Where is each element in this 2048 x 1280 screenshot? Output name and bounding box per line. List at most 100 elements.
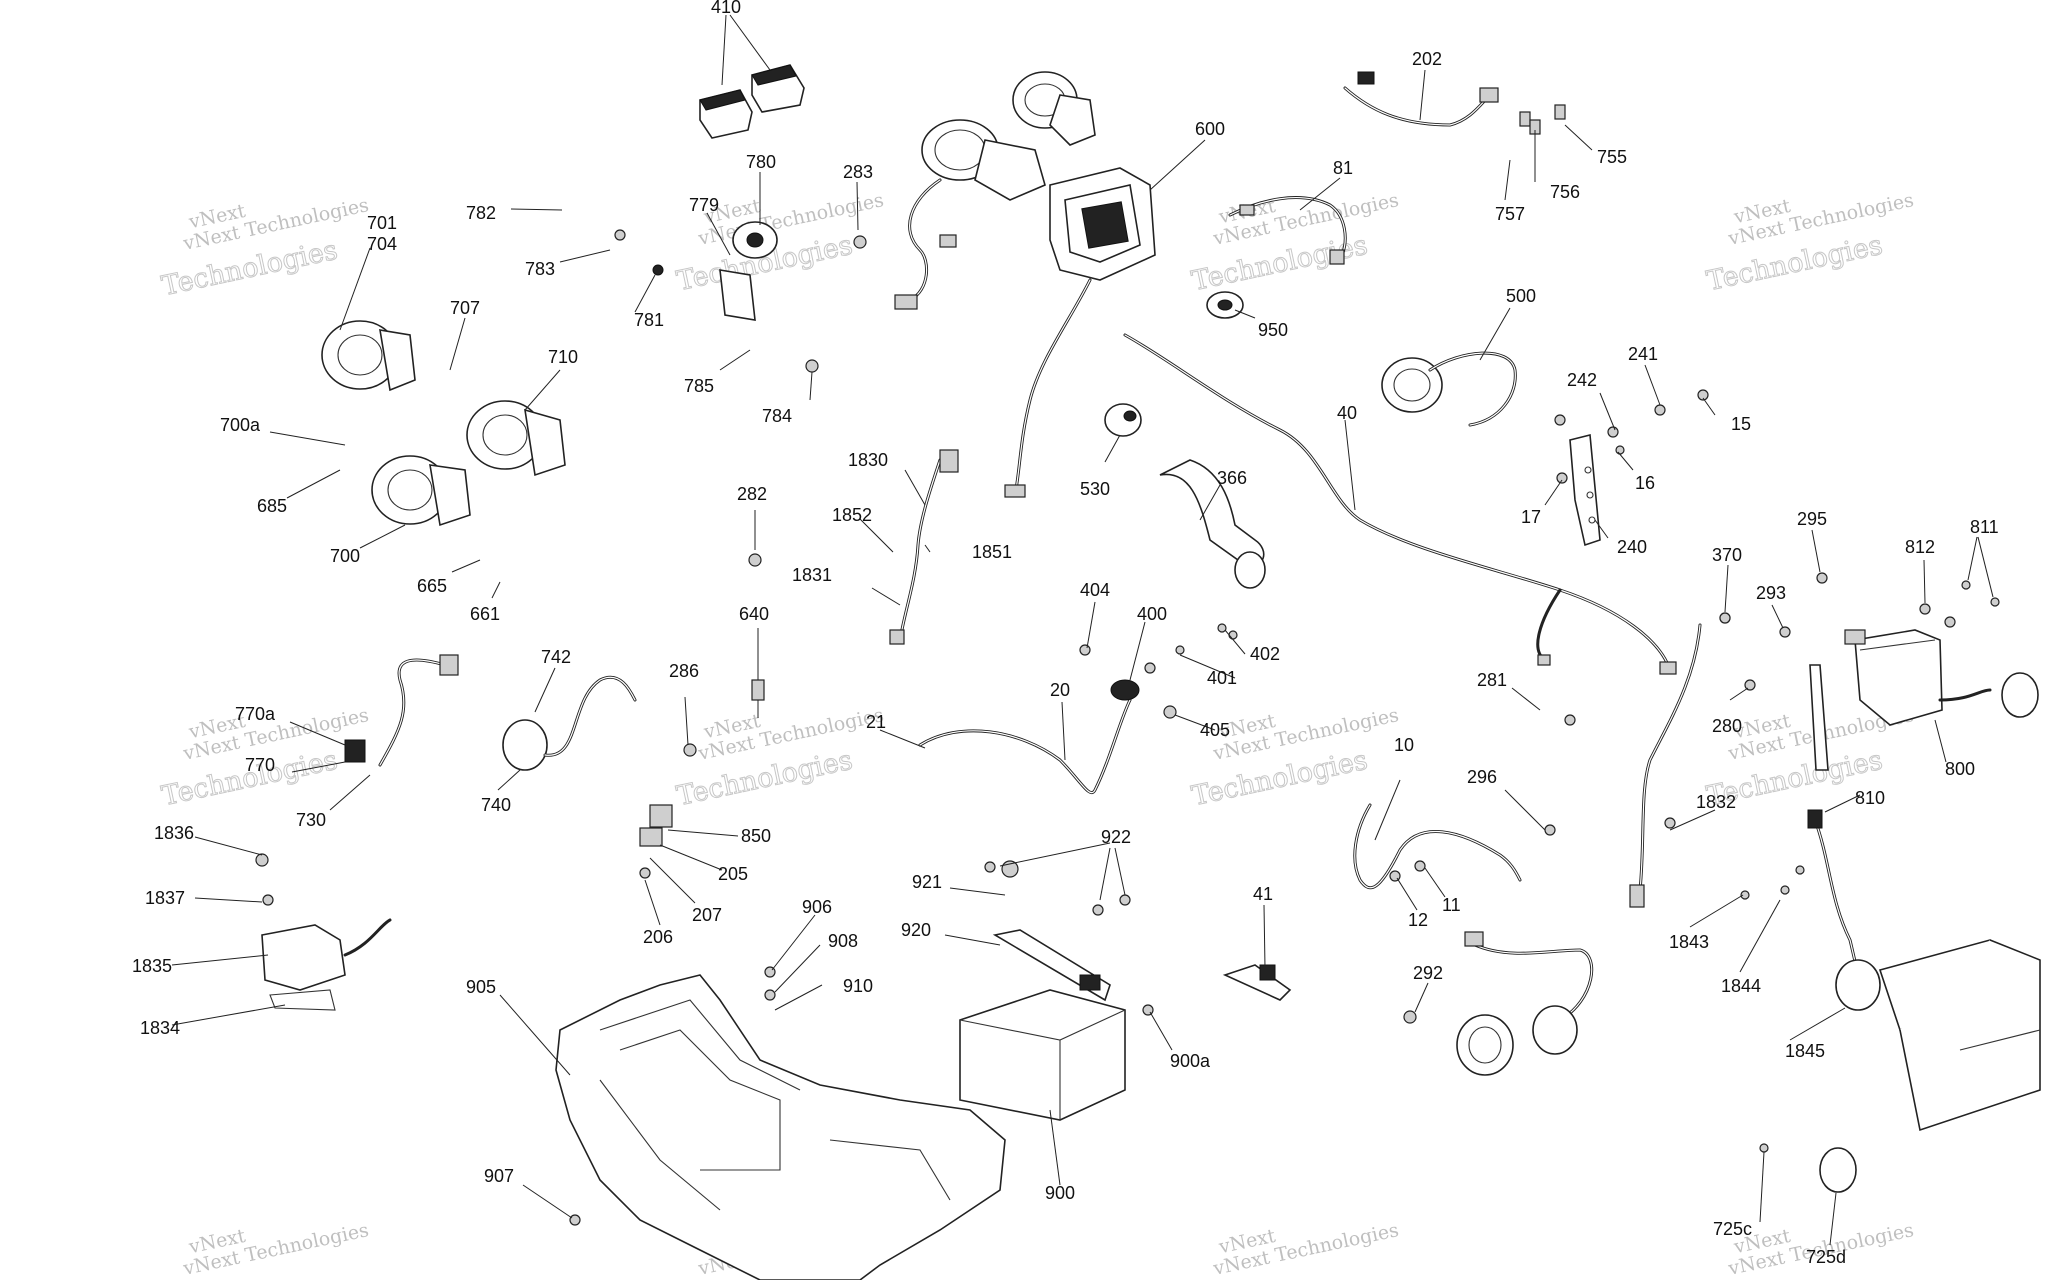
small-hardware: [255, 229, 2000, 1226]
callout-label: 900: [1045, 1183, 1075, 1203]
callout-label: 740: [481, 795, 511, 815]
watermark-3: vNext vNext Technologies Technologies: [1188, 189, 1400, 298]
callout-label: 366: [1217, 468, 1247, 488]
watermark-11: vNext vNext Technologies: [1210, 1219, 1400, 1280]
callout-label: 241: [1628, 344, 1658, 364]
callout-label: 1835: [132, 956, 172, 976]
callout-label: 900a: [1170, 1051, 1211, 1071]
ecu-800: [1809, 629, 2039, 771]
callout-label: 785: [684, 376, 714, 396]
callout-label: 282: [737, 484, 767, 504]
harness-81: [1228, 196, 1347, 265]
callout-label: 600: [1195, 119, 1225, 139]
callout-label: 905: [466, 977, 496, 997]
callout-label: 10: [1394, 735, 1414, 755]
part-41: [1222, 964, 1292, 1001]
callout-label: 800: [1945, 759, 1975, 779]
callout-label: 781: [634, 310, 664, 330]
callout-label: 1834: [140, 1018, 180, 1038]
callout-label: 17: [1521, 507, 1541, 527]
callout-label: 500: [1506, 286, 1536, 306]
fuse-640: [751, 679, 765, 718]
callout-label: 404: [1080, 580, 1110, 600]
gauge-cluster-600: [1004, 167, 1156, 498]
sensor-730: [344, 654, 459, 767]
callout-label: 780: [746, 152, 776, 172]
callout-label: 12: [1408, 910, 1428, 930]
battery-900: [959, 929, 1126, 1121]
watermark-2: vNext vNext Technologies Technologies: [673, 189, 885, 298]
callout-label: 370: [1712, 545, 1742, 565]
leader-lines: [171, 14, 1994, 1246]
callout-label: 401: [1207, 668, 1237, 688]
parts: [255, 64, 2041, 1280]
callout-label: 665: [417, 576, 447, 596]
sensor-1845: [1807, 809, 2041, 1193]
callout-label: 1845: [1785, 1041, 1825, 1061]
watermark-4: vNext vNext Technologies Technologies: [1703, 189, 1915, 298]
callout-label: 296: [1467, 767, 1497, 787]
watermark-7: vNext vNext Technologies Technologies: [1188, 704, 1400, 813]
callout-label: 812: [1905, 537, 1935, 557]
callout-label: 1831: [792, 565, 832, 585]
callout-label: 11: [1442, 895, 1461, 915]
callout-label: 286: [669, 661, 699, 681]
callout-label: 701: [367, 213, 397, 233]
callout-label: 1843: [1669, 932, 1709, 952]
callout-label: 16: [1635, 473, 1655, 493]
module-1835: [261, 918, 392, 1011]
callout-label: 685: [257, 496, 287, 516]
callout-label: 725c: [1713, 1219, 1752, 1239]
callout-label: 1844: [1721, 976, 1761, 996]
callout-label: 811: [1970, 517, 1999, 537]
sensor-1830: [889, 449, 959, 645]
headlight-assembly-top: [894, 71, 1096, 310]
sensor-292: [1456, 931, 1594, 1076]
callout-label: 920: [901, 920, 931, 940]
callout-label: 242: [1567, 370, 1597, 390]
callout-label: 907: [484, 1166, 514, 1186]
callout-labels: 410 202 600 755 756 757 81 950 782 783 7…: [132, 0, 1999, 1267]
callout-label: 1836: [154, 823, 194, 843]
watermark-6: vNext vNext Technologies Technologies: [673, 704, 885, 813]
callout-label: 661: [470, 604, 500, 624]
headlight-700: [321, 320, 566, 527]
callout-label: 81: [1333, 158, 1353, 178]
callout-label: 704: [367, 234, 397, 254]
callout-label: 21: [866, 712, 886, 732]
horn-780: [719, 221, 778, 321]
callout-label: 725d: [1806, 1247, 1846, 1267]
callout-label: 755: [1597, 147, 1627, 167]
callout-label: 20: [1050, 680, 1070, 700]
callout-label: 810: [1855, 788, 1885, 808]
callout-label: 280: [1712, 716, 1742, 736]
watermark-9: vNext vNext Technologies: [180, 1219, 370, 1280]
watermark-12: vNext vNext Technologies: [1725, 1219, 1915, 1280]
callout-label: 240: [1617, 537, 1647, 557]
callout-label: 206: [643, 927, 673, 947]
relay-410: [699, 64, 805, 139]
callout-label: 906: [802, 897, 832, 917]
callout-label: 1851: [972, 542, 1012, 562]
callout-label: 205: [718, 864, 748, 884]
callout-label: 710: [548, 347, 578, 367]
callout-label: 207: [692, 905, 722, 925]
callout-label: 700: [330, 546, 360, 566]
sensor-740: [502, 676, 637, 771]
callout-label: 295: [1797, 509, 1827, 529]
callout-label: 1852: [832, 505, 872, 525]
callout-label: 921: [912, 872, 942, 892]
callout-label: 1832: [1696, 792, 1736, 812]
callout-label: 202: [1412, 49, 1442, 69]
callout-label: 41: [1253, 884, 1273, 904]
callout-label: 756: [1550, 182, 1580, 202]
callout-label: 742: [541, 647, 571, 667]
seat-base-905: [555, 974, 1006, 1280]
callout-label: 640: [739, 604, 769, 624]
battery-cable-20: [918, 679, 1140, 794]
callout-label: 530: [1080, 479, 1110, 499]
callout-label: 950: [1258, 320, 1288, 340]
duct-366: [1159, 459, 1266, 589]
callout-label: 410: [711, 0, 741, 17]
